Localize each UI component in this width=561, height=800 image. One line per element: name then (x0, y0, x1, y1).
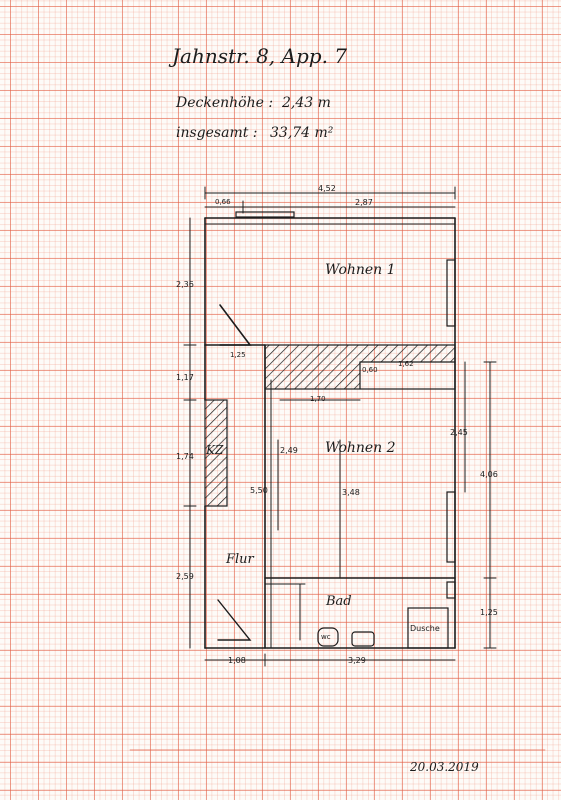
room-wohnen-1: Wohnen 1 (325, 262, 396, 278)
dim-inner-249: 2,49 (280, 446, 298, 455)
dim-bottom-329: 3,29 (348, 656, 366, 665)
room-kz: KZ (206, 443, 224, 457)
label-dusche: Dusche (410, 624, 440, 633)
kz-block (204, 399, 228, 507)
room-wohnen-2: Wohnen 2 (325, 440, 396, 456)
date: 20.03.2019 (410, 760, 479, 774)
door-swing-lower (217, 599, 252, 641)
shower (407, 607, 449, 649)
dim-total-width: 4,52 (318, 184, 336, 193)
label-wc: wc (321, 633, 331, 641)
room-flur: Flur (226, 552, 254, 567)
right-window-3 (446, 581, 456, 599)
top-window (235, 211, 295, 218)
dim-top-left: 0,66 (215, 198, 231, 206)
wc-fixture (317, 627, 339, 647)
total-area-value: 33,74 m² (270, 125, 334, 141)
dim-inner-348: 3,48 (342, 488, 360, 497)
dim-left-236: 2,36 (176, 280, 194, 289)
room-bad: Bad (326, 594, 352, 609)
sink (351, 631, 375, 647)
dim-left-259: 2,59 (176, 572, 194, 581)
dim-inner-060: 0,60 (362, 366, 378, 374)
dim-bottom-108: 1,08 (228, 656, 246, 665)
right-window-1 (446, 259, 456, 327)
dim-inner-550: 5,50 (250, 486, 268, 495)
right-window-2 (446, 491, 456, 563)
ceiling-height-label: Deckenhöhe : (176, 95, 274, 111)
dim-inner-162: 1,62 (398, 360, 414, 368)
total-area-label: insgesamt : (176, 125, 258, 141)
ceiling-height-value: 2,43 m (282, 95, 331, 111)
dim-right-125: 1,25 (480, 608, 498, 617)
dim-inner-125: 1,25 (230, 351, 246, 359)
dim-right-406: 4,06 (480, 470, 498, 479)
dim-left-117: 1,17 (176, 373, 194, 382)
dim-left-174: 1,74 (176, 452, 194, 461)
dim-inner-170: 1,70 (310, 395, 326, 403)
dim-right-245: 2,45 (450, 428, 468, 437)
door-swing-upper (219, 304, 252, 346)
dim-top-right: 2,87 (355, 198, 373, 207)
plan-title: Jahnstr. 8, App. 7 (172, 44, 348, 68)
